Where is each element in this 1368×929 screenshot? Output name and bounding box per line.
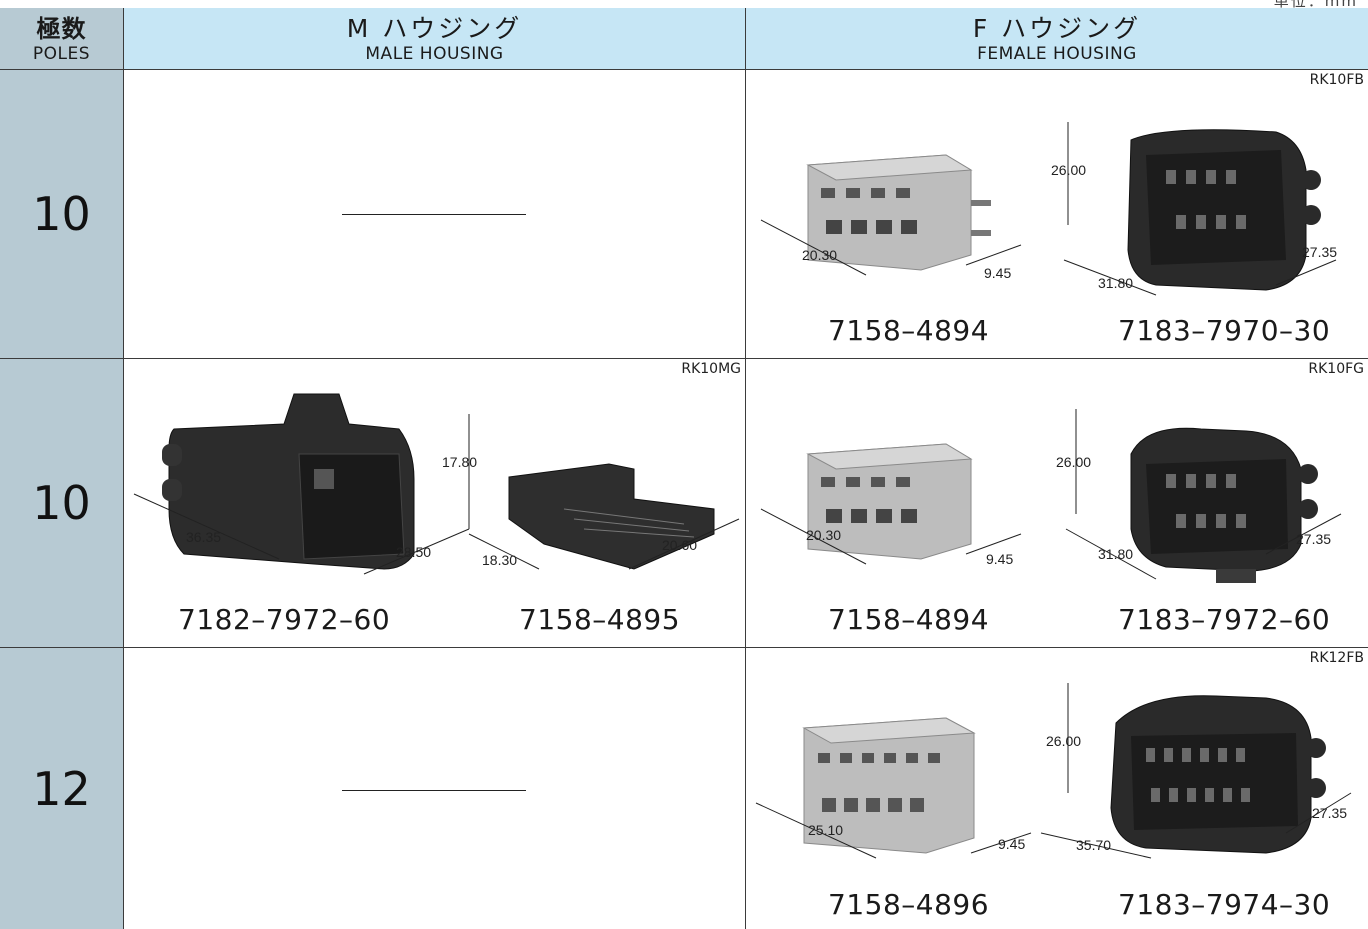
part-number: 7183–7974–30 xyxy=(1118,888,1331,921)
female-code: RK10FB xyxy=(1309,72,1364,88)
part-number: 7158–4896 xyxy=(828,888,990,921)
header-male: M ハウジング MALE HOUSING xyxy=(124,8,746,70)
dim-label: 9.45 xyxy=(984,265,1011,281)
part-number: 7183–7970–30 xyxy=(1118,314,1331,347)
dim-label: 27.35 xyxy=(1296,531,1331,547)
part-number: 7182–7972–60 xyxy=(178,603,391,636)
female-cell: RK10FG 20.30 9.45 xyxy=(746,359,1368,647)
dim-label: 20.30 xyxy=(802,247,837,263)
dim-label: 26.00 xyxy=(1051,162,1086,178)
housing-illustration: 25.10 9.45 26.00 35.70 27.35 xyxy=(755,683,1352,859)
header-female-jp: F ハウジング xyxy=(972,14,1142,43)
part-number: 7158–4894 xyxy=(828,603,990,636)
row-divider xyxy=(0,647,1368,648)
male-code: RK10MG xyxy=(681,361,741,377)
gray-housing-shape xyxy=(806,443,973,560)
female-cell: RK12FB 25.10 9.45 xyxy=(746,648,1368,929)
dim-label: 26.00 xyxy=(1046,733,1081,749)
poles-cell: 12 xyxy=(0,648,124,929)
row-divider xyxy=(0,358,1368,359)
housing-illustration: 20.30 9.45 26.00 31.80 27.35 xyxy=(760,122,1337,296)
dim-label: 27.35 xyxy=(1302,244,1337,260)
unit-note: 単位：mm xyxy=(1273,0,1358,10)
dim-label: 17.80 xyxy=(442,454,477,470)
dim-label: 9.45 xyxy=(998,836,1025,852)
header-male-en: MALE HOUSING xyxy=(365,44,504,64)
male-cell: RK10MG 17.80 36.35 28.50 xyxy=(124,359,746,647)
dim-label: 25.10 xyxy=(808,822,843,838)
dim-label: 31.80 xyxy=(1098,546,1133,562)
empty-dash xyxy=(342,790,526,791)
dim-label: 9.45 xyxy=(986,551,1013,567)
black-housing-shape xyxy=(162,393,415,570)
dim-label: 36.35 xyxy=(186,529,221,545)
dim-label: 28.50 xyxy=(396,544,431,560)
black-housing-shape xyxy=(1130,427,1318,583)
header-poles: 極数 POLES xyxy=(0,8,124,70)
housing-illustration: 17.80 36.35 28.50 18.30 20.60 xyxy=(133,393,740,575)
part-number: 7158–4895 xyxy=(519,603,681,636)
dim-label: 20.30 xyxy=(806,527,841,543)
spacer-shape xyxy=(508,463,715,570)
gray-housing-shape xyxy=(802,717,976,854)
dim-label: 18.30 xyxy=(482,552,517,568)
header-female-en: FEMALE HOUSING xyxy=(977,44,1137,64)
black-housing-shape xyxy=(1110,695,1326,854)
poles-cell: 10 xyxy=(0,359,124,647)
female-code: RK12FB xyxy=(1309,650,1364,666)
empty-dash xyxy=(342,214,526,215)
black-housing-shape xyxy=(1127,129,1321,291)
female-cell: RK10FB 20.30 9.45 xyxy=(746,70,1368,358)
dim-label: 26.00 xyxy=(1056,454,1091,470)
part-number: 7158–4894 xyxy=(828,314,990,347)
housing-illustration: 20.30 9.45 26.00 31.80 27.35 xyxy=(760,409,1342,583)
header-female: F ハウジング FEMALE HOUSING xyxy=(746,8,1368,70)
gray-housing-shape xyxy=(806,154,991,271)
poles-cell: 10 xyxy=(0,70,124,358)
dim-label: 20.60 xyxy=(662,537,697,553)
male-cell xyxy=(124,648,746,929)
part-number: 7183–7972–60 xyxy=(1118,603,1331,636)
header-male-jp: M ハウジング xyxy=(346,14,523,43)
dim-label: 35.70 xyxy=(1076,837,1111,853)
dim-label: 27.35 xyxy=(1312,805,1347,821)
dim-label: 31.80 xyxy=(1098,275,1133,291)
male-cell xyxy=(124,70,746,358)
female-code: RK10FG xyxy=(1308,361,1364,377)
header-poles-en: POLES xyxy=(32,44,91,64)
header-poles-jp: 極数 xyxy=(36,15,87,43)
